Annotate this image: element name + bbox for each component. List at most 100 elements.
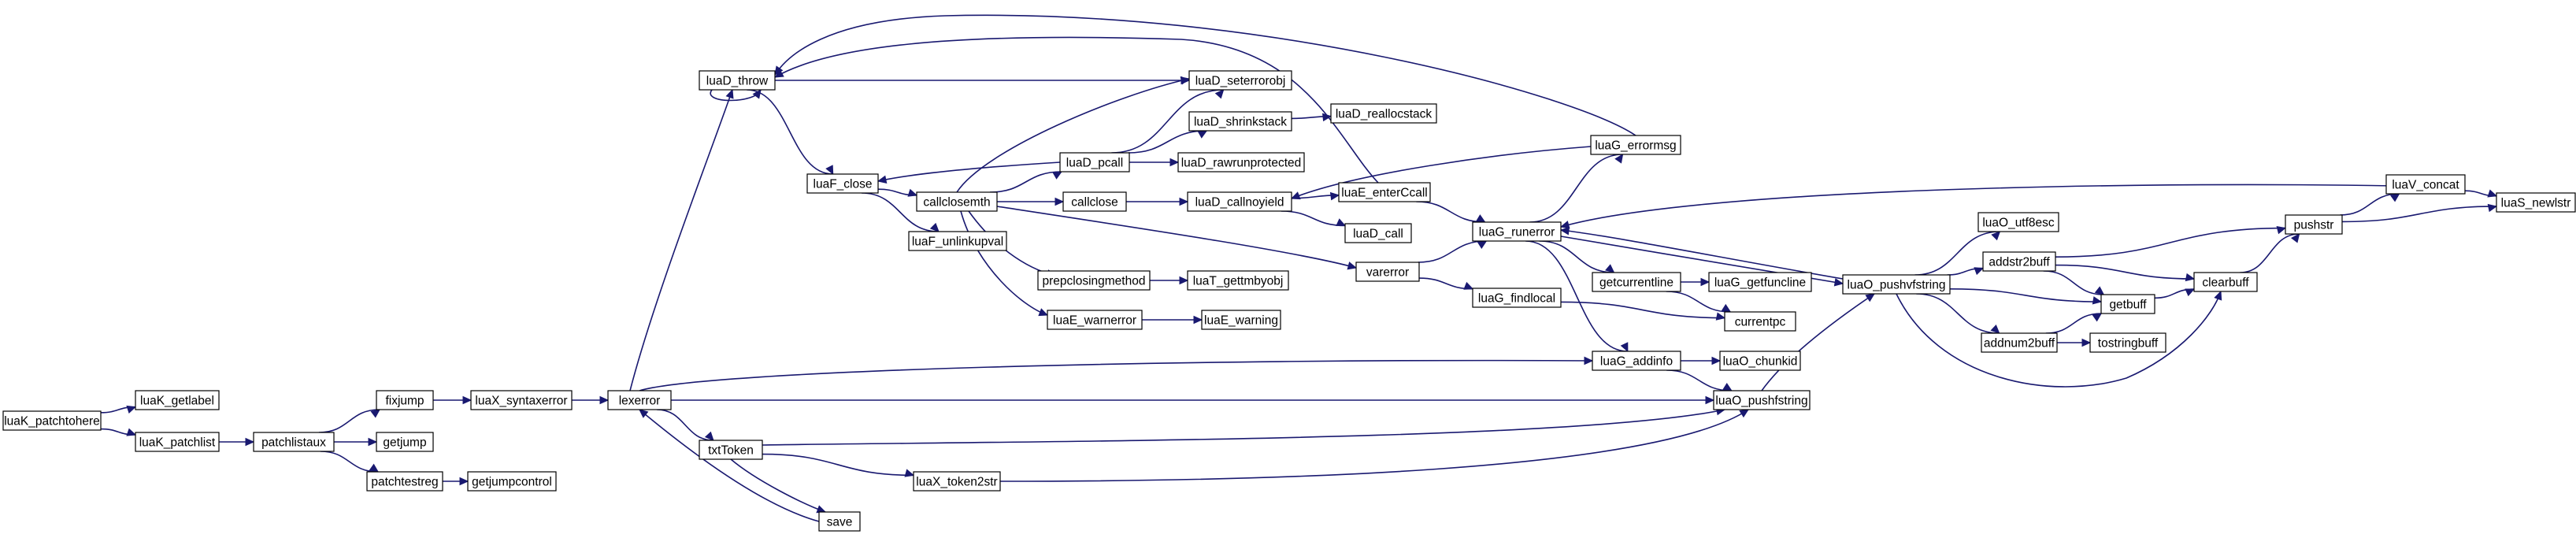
node-luaF_unlinkupval[interactable]: luaF_unlinkupval — [908, 231, 1007, 251]
node-addstr2buff[interactable]: addstr2buff — [1982, 251, 2056, 272]
node-luaD_pcall[interactable]: luaD_pcall — [1059, 152, 1130, 173]
arrowhead-luaG_errormsg-to-luaD_throw — [774, 65, 784, 76]
node-box — [1201, 310, 1281, 330]
arrowhead-save-to-lexerror — [639, 409, 649, 418]
node-luaO_utf8esc[interactable]: luaO_utf8esc — [1977, 212, 2059, 232]
node-luaX_syntaxerror[interactable]: luaX_syntaxerror — [470, 390, 573, 410]
node-luaK_patchtohere[interactable]: luaK_patchtohere — [2, 410, 102, 431]
node-label: luaD_rawrunprotected — [1181, 157, 1302, 170]
node-luaX_token2str[interactable]: luaX_token2str — [913, 471, 1001, 492]
node-tostringbuff[interactable]: tostringbuff — [2089, 332, 2166, 353]
node-luaD_call[interactable]: luaD_call — [1344, 223, 1412, 243]
edge-lexerror-to-luaG_addinfo — [639, 359, 1593, 391]
arrowhead-luaG_addinfo-to-luaO_chunkid — [1711, 356, 1722, 365]
node-luaO_pushvfstring[interactable]: luaO_pushvfstring — [1842, 274, 1951, 295]
node-patchtestreg[interactable]: patchtestreg — [366, 471, 443, 492]
node-prepclosingmethod[interactable]: prepclosingmethod — [1037, 270, 1151, 291]
node-luaD_seterrorobj[interactable]: luaD_seterrorobj — [1188, 70, 1292, 91]
node-luaG_errormsg[interactable]: luaG_errormsg — [1590, 135, 1681, 155]
arrowhead-luaO_pushvfstring-to-luaO_utf8esc — [1991, 231, 2001, 241]
edge-luaG_runerror-to-luaG_errormsg — [1529, 154, 1623, 223]
node-luaG_runerror[interactable]: luaG_runerror — [1472, 221, 1562, 242]
node-label: luaF_unlinkupval — [912, 236, 1003, 249]
node-varerror[interactable]: varerror — [1355, 262, 1420, 282]
node-luaO_chunkid[interactable]: luaO_chunkid — [1719, 351, 1801, 371]
node-box — [1592, 272, 1681, 292]
node-lexerror[interactable]: lexerror — [607, 390, 672, 410]
arrowhead-addstr2buff-to-pushstr — [2276, 225, 2287, 235]
node-getbuff[interactable]: getbuff — [2100, 294, 2155, 314]
edge-getcurrentline-to-currentpc — [1666, 291, 1731, 313]
node-save[interactable]: save — [818, 511, 861, 532]
arrowhead-addstr2buff-to-getbuff — [2094, 286, 2105, 295]
node-box — [2193, 272, 2258, 292]
node-label: getbuff — [2109, 299, 2147, 312]
node-luaO_pushfstring[interactable]: luaO_pushfstring — [1713, 390, 1811, 410]
edge-luaD_throw-to-luaD_throw — [710, 89, 762, 102]
node-luaD_callnoyield[interactable]: luaD_callnoyield — [1187, 191, 1292, 212]
node-getcurrentline[interactable]: getcurrentline — [1592, 272, 1681, 292]
node-txtToken[interactable]: txtToken — [699, 440, 763, 460]
node-addnum2buff[interactable]: addnum2buff — [1981, 332, 2058, 353]
node-patchlistaux[interactable]: patchlistaux — [253, 432, 335, 452]
node-box — [1842, 274, 1951, 295]
arrowhead-luaG_runerror-to-luaG_errormsg — [1614, 153, 1624, 164]
node-luaS_newlstr[interactable]: luaS_newlstr — [2496, 192, 2576, 213]
node-label: lexerror — [619, 395, 661, 408]
node-luaE_warnerror[interactable]: luaE_warnerror — [1047, 310, 1143, 330]
node-label: luaT_gettmbyobj — [1193, 275, 1284, 288]
node-luaD_rawrunprotected[interactable]: luaD_rawrunprotected — [1177, 152, 1305, 173]
arrowhead-callclosemth-to-luaD_pcall — [1052, 171, 1063, 180]
node-getjumpcontrol[interactable]: getjumpcontrol — [467, 471, 557, 492]
edge-luaO_pushfstring-to-luaO_pushvfstring — [1761, 293, 1875, 391]
node-fixjump[interactable]: fixjump — [376, 390, 434, 410]
node-label: addstr2buff — [1989, 256, 2050, 269]
node-label: fixjump — [385, 395, 424, 408]
node-callclose[interactable]: callclose — [1062, 191, 1127, 212]
arrowhead-luaO_pushfstring-to-luaO_pushvfstring — [1865, 293, 1876, 302]
edge-luaG_runerror-to-luaO_pushvfstring — [1560, 236, 1844, 284]
node-luaK_getlabel[interactable]: luaK_getlabel — [135, 390, 220, 410]
node-luaT_gettmbyobj[interactable]: luaT_gettmbyobj — [1187, 270, 1289, 291]
arrowhead-luaG_findlocal-to-currentpc — [1715, 312, 1726, 321]
edge-luaD_pcall-to-luaD_seterrorobj — [1111, 89, 1224, 154]
node-luaD_shrinkstack[interactable]: luaD_shrinkstack — [1188, 111, 1292, 132]
node-getjump[interactable]: getjump — [376, 432, 434, 452]
edge-callclosemth-to-luaE_warnerror — [960, 210, 1048, 316]
node-label: luaS_newlstr — [2501, 197, 2571, 210]
arrowhead-luaD_pcall-to-luaF_close — [877, 175, 888, 184]
node-label: clearbuff — [2202, 276, 2249, 290]
arrowhead-lexerror-to-luaO_pushfstring — [1705, 395, 1715, 405]
arrowhead-getcurrentline-to-luaG_getfuncline — [1700, 277, 1711, 287]
node-luaG_addinfo[interactable]: luaG_addinfo — [1592, 351, 1681, 371]
arrowhead-luaK_patchtohere-to-luaK_getlabel — [126, 405, 137, 414]
edge-lexerror-to-txtToken — [657, 409, 713, 441]
arrowhead-luaG_errormsg-to-luaD_callnoyield — [1290, 191, 1301, 200]
edge-luaD_pcall-to-luaD_shrinkstack — [1128, 130, 1207, 154]
node-label: luaO_chunkid — [1723, 355, 1798, 369]
node-label: luaO_pushfstring — [1715, 395, 1807, 408]
node-box — [916, 191, 998, 212]
arrowhead-luaE_warnerror-to-luaE_warning — [1193, 315, 1203, 325]
node-luaK_patchlist[interactable]: luaK_patchlist — [135, 432, 220, 452]
node-luaG_getfuncline[interactable]: luaG_getfuncline — [1708, 272, 1812, 292]
node-label: currentpc — [1735, 316, 1786, 329]
node-luaF_close[interactable]: luaF_close — [806, 173, 879, 194]
node-luaD_reallocstack[interactable]: luaD_reallocstack — [1330, 103, 1437, 124]
node-luaE_enterCcall[interactable]: luaE_enterCcall — [1338, 182, 1431, 202]
node-label: tostringbuff — [2098, 337, 2159, 351]
node-label: patchlistaux — [261, 436, 326, 450]
node-luaE_warning[interactable]: luaE_warning — [1201, 310, 1281, 330]
arrowhead-fixjump-to-luaX_syntaxerror — [462, 395, 473, 405]
node-box — [806, 173, 879, 194]
node-luaV_concat[interactable]: luaV_concat — [2385, 174, 2466, 195]
node-callclosemth[interactable]: callclosemth — [916, 191, 998, 212]
node-currentpc[interactable]: currentpc — [1724, 311, 1796, 332]
node-luaG_findlocal[interactable]: luaG_findlocal — [1472, 288, 1562, 308]
node-pushstr[interactable]: pushstr — [2285, 214, 2343, 235]
node-clearbuff[interactable]: clearbuff — [2193, 272, 2258, 292]
edge-callclosemth-to-luaD_seterrorobj — [956, 78, 1190, 193]
node-box — [1977, 212, 2059, 232]
node-label: luaD_callnoyield — [1195, 196, 1284, 210]
node-luaD_throw[interactable]: luaD_throw — [699, 70, 776, 91]
